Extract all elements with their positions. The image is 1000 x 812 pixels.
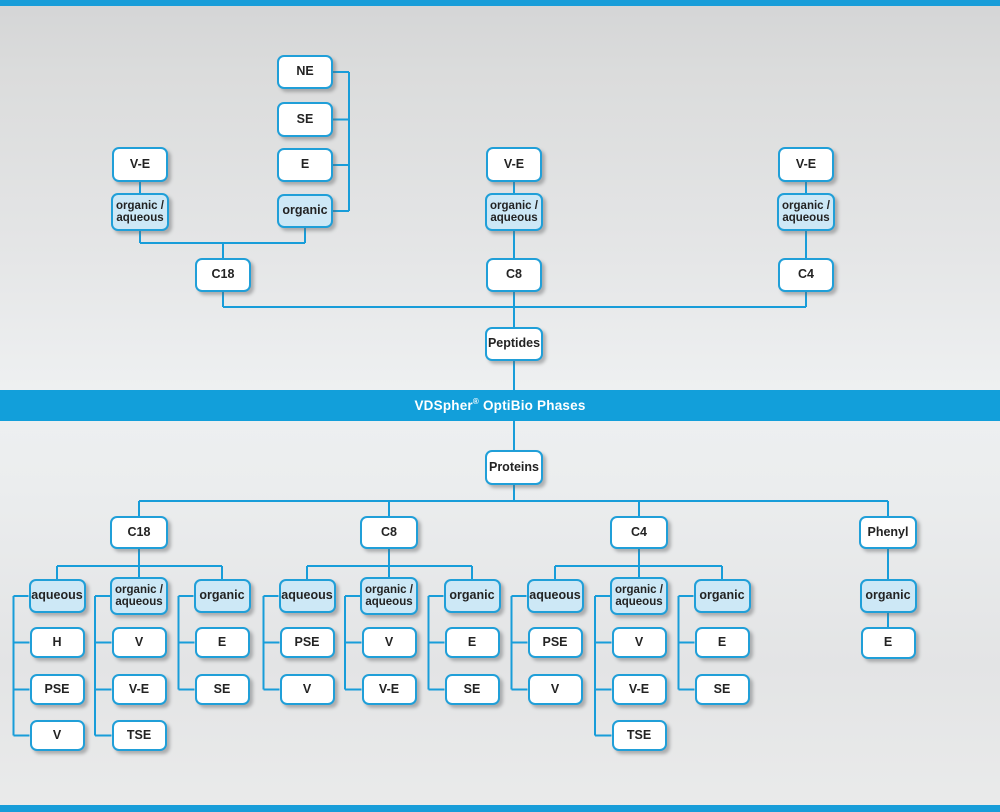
node-aq4: aqueous [526, 579, 584, 613]
node-pse4: PSE [527, 627, 583, 658]
node-tse18: TSE [111, 720, 167, 751]
node-v8b: V [361, 627, 417, 658]
node-oa_c4-label-line: aqueous [782, 212, 830, 224]
node-oa8-label-line: organic / [365, 583, 413, 596]
node-oa8-label-line: aqueous [365, 596, 413, 608]
node-c18_top: C18 [195, 258, 251, 292]
node-oa4: organic /aqueous [610, 577, 668, 615]
node-or18: organic [193, 579, 251, 613]
node-oa_c18-label-line: aqueous [116, 212, 164, 224]
node-v18: V [29, 720, 85, 751]
banner-title: VDSpher® OptiBio Phases [414, 396, 586, 413]
node-c8_top: C8 [486, 258, 542, 292]
node-e8: E [444, 627, 500, 658]
node-oa18: organic /aqueous [110, 577, 168, 615]
node-oa_c18: organic /aqueous [111, 193, 169, 231]
node-oa_c8-label-line: aqueous [490, 212, 538, 224]
node-oa_c4: organic /aqueous [777, 193, 835, 231]
node-organic_top: organic [277, 194, 333, 228]
node-eph: E [860, 627, 916, 659]
node-c18_b: C18 [110, 516, 168, 549]
node-e18: E [194, 627, 250, 658]
node-aq8: aqueous [278, 579, 336, 613]
node-ne: NE [277, 55, 333, 89]
node-orph: organic [859, 579, 917, 613]
registered-trademark-icon: ® [472, 396, 479, 406]
node-phenyl: Phenyl [859, 516, 917, 549]
node-v8: V [279, 674, 335, 705]
node-v4: V [527, 674, 583, 705]
node-se18: SE [194, 674, 250, 705]
node-se: SE [277, 102, 333, 137]
node-oa_c8-label-line: organic / [490, 199, 538, 212]
node-ve_c8: V-E [486, 147, 542, 182]
node-oa18-label-line: organic / [115, 583, 163, 596]
node-pse8: PSE [279, 627, 335, 658]
node-e4: E [694, 627, 750, 658]
node-e_top: E [277, 148, 333, 182]
node-oa8: organic /aqueous [360, 577, 418, 615]
node-oa_c18-label-line: organic / [116, 199, 164, 212]
banner-title-rest: OptiBio Phases [479, 398, 586, 413]
bottom-accent-bar [0, 805, 1000, 812]
node-ve_c18: V-E [112, 147, 168, 182]
node-or8: organic [443, 579, 501, 613]
node-ve18: V-E [111, 674, 167, 705]
node-peptides: Peptides [485, 327, 543, 361]
node-ve_c4: V-E [778, 147, 834, 182]
node-proteins: Proteins [485, 450, 543, 485]
node-oa_c4-label-line: organic / [782, 199, 830, 212]
node-h18: H [29, 627, 85, 658]
banner: VDSpher® OptiBio Phases [0, 390, 1000, 421]
node-ve4: V-E [611, 674, 667, 705]
node-oa4-label-line: aqueous [615, 596, 663, 608]
node-c4_top: C4 [778, 258, 834, 292]
node-ve8: V-E [361, 674, 417, 705]
node-oa18-label-line: aqueous [115, 596, 163, 608]
node-se8: SE [444, 674, 500, 705]
node-v4b: V [611, 627, 667, 658]
node-or4: organic [693, 579, 751, 613]
node-oa_c8: organic /aqueous [485, 193, 543, 231]
banner-brand: VDSpher [414, 398, 473, 413]
node-pse18: PSE [29, 674, 85, 705]
node-oa4-label-line: organic / [615, 583, 663, 596]
node-v18b: V [111, 627, 167, 658]
node-c8_b: C8 [360, 516, 418, 549]
node-aq18: aqueous [28, 579, 86, 613]
node-se4: SE [694, 674, 750, 705]
node-tse4: TSE [611, 720, 667, 751]
top-accent-bar [0, 0, 1000, 6]
node-c4_b: C4 [610, 516, 668, 549]
